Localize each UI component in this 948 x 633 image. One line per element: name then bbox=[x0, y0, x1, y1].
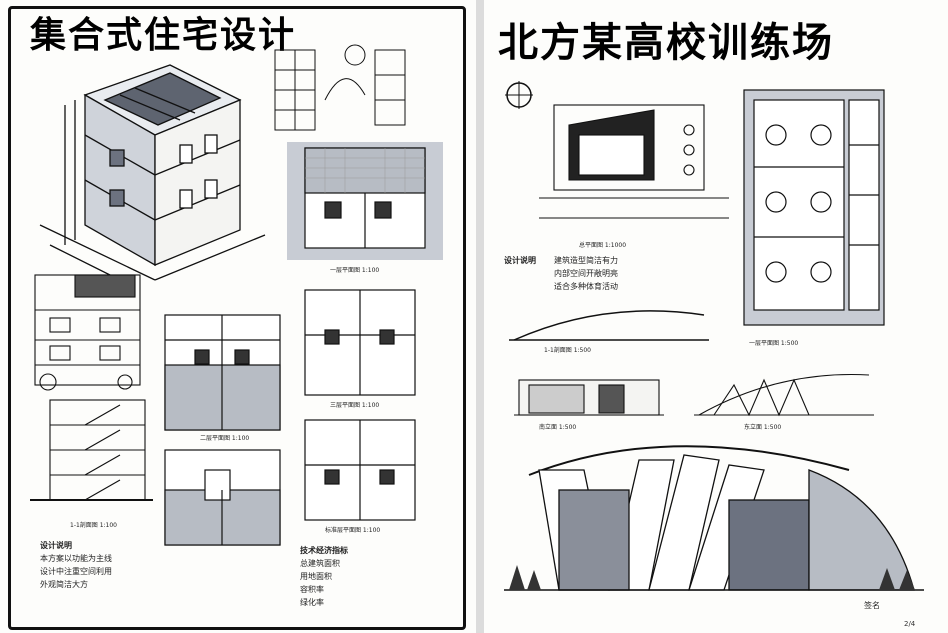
tech-index-line-4: 绿化率 bbox=[300, 598, 324, 607]
section-drawing bbox=[30, 399, 153, 501]
third-floor-plan-label: 三层平面图 1:100 bbox=[330, 402, 380, 409]
right-notes-title: 设计说明 bbox=[504, 256, 536, 265]
standard-floor-plan-label: 标准层平面图 1:100 bbox=[325, 527, 381, 534]
design-notes-line-3: 外观简洁大方 bbox=[40, 580, 88, 589]
left-board-frame bbox=[8, 6, 466, 630]
site-plan bbox=[539, 104, 729, 219]
design-notes-line-2: 设计中注重空间利用 bbox=[40, 567, 112, 576]
side-elevation bbox=[34, 274, 141, 391]
north-arrow-icon bbox=[505, 81, 533, 109]
right-board: 北方某高校训练场 总平面图 1:1000 一层平面图 1:500 设计说明 建筑 bbox=[484, 0, 948, 633]
perspective-rendering bbox=[504, 445, 924, 591]
section-label-right: 1-1剖面图 1:500 bbox=[544, 347, 591, 354]
right-notes-line-1: 建筑造型简洁有力 bbox=[554, 256, 618, 265]
first-floor-plan bbox=[287, 142, 443, 260]
tech-index-line-3: 容积率 bbox=[300, 585, 324, 594]
south-elevation bbox=[514, 379, 664, 416]
east-elevation bbox=[694, 373, 874, 417]
second-floor-plan bbox=[164, 314, 281, 431]
page-number: 2/4 bbox=[904, 620, 916, 628]
site-plan-label: 总平面图 1:1000 bbox=[579, 242, 627, 249]
right-board-title: 北方某高校训练场 bbox=[498, 19, 834, 66]
right-notes-line-2: 内部空间开敞明亮 bbox=[554, 269, 618, 278]
standard-floor-plan bbox=[304, 419, 416, 521]
design-notes-title: 设计说明 bbox=[40, 541, 72, 550]
design-notes-line-1: 本方案以功能为主线 bbox=[40, 554, 112, 563]
tech-index-title: 技术经济指标 bbox=[300, 546, 348, 555]
third-floor-plan bbox=[304, 289, 416, 396]
south-elevation-label: 南立面 1:500 bbox=[539, 424, 577, 431]
second-floor-plan-label: 二层平面图 1:100 bbox=[200, 435, 250, 442]
training-hall-floor-plan bbox=[743, 89, 885, 326]
signature-text: 签名 bbox=[864, 601, 880, 610]
east-elevation-label: 东立面 1:500 bbox=[744, 424, 782, 431]
right-notes-line-3: 适合多种体育活动 bbox=[554, 282, 618, 291]
left-board-title: 集合式住宅设计 bbox=[30, 14, 297, 56]
section-label: 1-1剖面图 1:100 bbox=[70, 522, 117, 529]
tech-index-line-2: 用地面积 bbox=[300, 572, 332, 581]
ground-plan-detail bbox=[164, 449, 281, 546]
section-profile bbox=[509, 310, 709, 341]
concept-sketches bbox=[274, 44, 406, 131]
first-floor-plan-label: 一层平面图 1:100 bbox=[330, 267, 380, 274]
tech-index-line-1: 总建筑面积 bbox=[300, 559, 340, 568]
left-board: 集合式住宅设计 bbox=[0, 0, 476, 633]
floor-plan-label: 一层平面图 1:500 bbox=[749, 340, 799, 347]
isometric-building-drawing bbox=[39, 64, 266, 281]
